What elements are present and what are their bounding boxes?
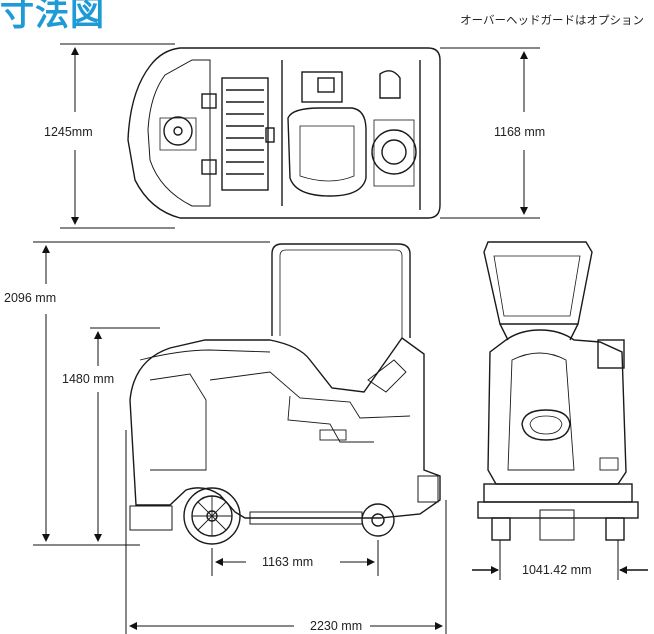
label-overall-length: 2230 mm <box>310 619 363 633</box>
dim-side-height-guard <box>33 241 270 546</box>
label-rear-width: 1041.42 mm <box>522 563 592 577</box>
dim-top-length <box>60 43 175 229</box>
page-title: 寸法図 <box>0 0 105 34</box>
top-view-machine <box>127 47 441 219</box>
label-wheelbase: 1163 mm <box>262 555 314 569</box>
dim-overall-length <box>125 430 447 634</box>
label-height-guard: 2096 mm <box>4 291 57 305</box>
label-height-body: 1480 mm <box>62 372 115 386</box>
dim-wheelbase <box>211 540 379 576</box>
rear-view-machine <box>477 241 639 541</box>
dim-top-width <box>440 47 540 219</box>
label-top-length: 1245mm <box>44 125 93 139</box>
label-top-width: 1168 mm <box>494 125 546 139</box>
option-note: オーバーヘッドガードはオプション <box>460 15 644 27</box>
dim-rear-width <box>472 540 648 580</box>
dim-side-height-body <box>90 327 160 542</box>
side-view-machine <box>129 243 441 545</box>
